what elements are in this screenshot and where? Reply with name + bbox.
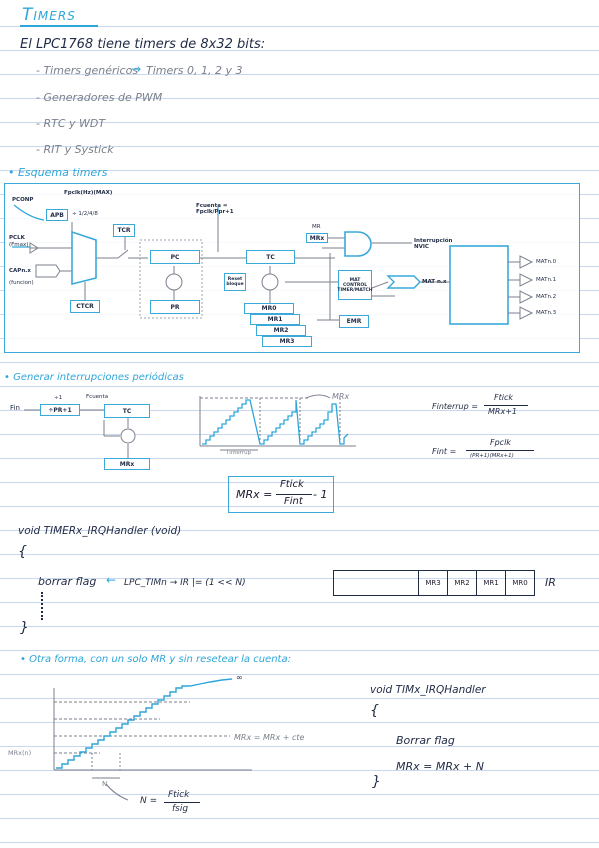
ir-label: IR — [545, 576, 556, 589]
code2-line1: Borrar flag — [396, 734, 455, 747]
code2-line2: MRx = MRx + N — [396, 760, 484, 773]
fcuenta-label: Fcuenta = Fpclk/Ppr+1 — [196, 203, 234, 215]
reset-block-box: Reset bloque — [224, 273, 246, 291]
mr2-box: MR2 — [256, 325, 306, 336]
ctcr-box: CTCR — [70, 300, 100, 313]
out-mat3: MATn.3 — [536, 310, 557, 316]
code1-close-brace: } — [20, 620, 29, 636]
code2-open-brace: { — [370, 703, 379, 719]
cap-left-sub: (funcion) — [9, 280, 34, 286]
match-control-box: MAT CONTROL TIMER/MATCH — [337, 270, 373, 300]
code1-open-brace: { — [18, 544, 27, 560]
out-mat2: MATn.2 — [536, 294, 557, 300]
code1-line: borrar flag — [38, 575, 97, 588]
pconp-label: PCONP — [12, 197, 34, 203]
code1-dots — [41, 592, 45, 620]
mrx-box-2: MRx — [104, 458, 150, 470]
fcuenta-label-2: Fcuenta — [86, 394, 109, 400]
fint-num: Fpclk — [490, 438, 511, 447]
box-num: Ftick — [280, 479, 304, 490]
graph3-inf: ∞ — [236, 673, 243, 682]
graph3-label-right: MRx = MRx + cte — [234, 733, 305, 742]
pclk-left-sub: (Fmax) — [9, 242, 29, 248]
box-left: MRx = — [236, 488, 273, 501]
bullet-rtc: - RTC y WDT — [36, 117, 106, 130]
ir-cell-mr3: MR3 — [418, 571, 447, 595]
graph3-fraction-line — [164, 802, 200, 803]
box-den: Fint — [284, 496, 303, 507]
code2-signature: void TIMx_IRQHandler — [370, 684, 486, 696]
finterrup-left: Finterrup = — [432, 402, 478, 411]
section-otra-forma: • Otra forma, con un solo MR y sin reset… — [20, 654, 291, 665]
tc-box-2: TC — [104, 404, 150, 418]
code1-signature: void TIMERx_IRQHandler (void) — [18, 525, 182, 537]
matx-label: MAT n.x — [422, 279, 447, 285]
bullet-rit: - RIT y Systick — [36, 143, 114, 156]
mr3-box: MR3 — [262, 336, 312, 347]
div-pr-box: ÷PR+1 — [40, 404, 80, 416]
out-mat0: MATn.0 — [536, 259, 557, 265]
pc-box: PC — [150, 250, 200, 264]
finterrup-den: MRx+1 — [488, 407, 517, 416]
fint-left: Fint = — [432, 447, 457, 456]
ir-cell-mr2: MR2 — [447, 571, 476, 595]
graph3-label-left: MRx(n) — [8, 749, 32, 757]
graph3-formula-num: Ftick — [168, 790, 190, 800]
ir-cell-mr1: MR1 — [476, 571, 505, 595]
pclk-top-label: Fpclk(Hz)(MAX) — [64, 190, 113, 196]
fint-den: (PR+1)(MRx+1) — [470, 453, 514, 459]
intro-text: El LPC1768 tiene timers de 8x32 bits: — [20, 37, 266, 52]
code1-line-extra: LPC_TIMn → IR |= (1 << N) — [124, 578, 246, 588]
emr-box: EMR — [339, 315, 369, 328]
fint-fraction-line — [466, 450, 534, 451]
mr0-box: MR0 — [244, 303, 294, 314]
bullet-pwm: - Generadores de PWM — [36, 91, 163, 104]
code2-close-brace: } — [372, 774, 381, 790]
ir-cell-mr0: MR0 — [505, 571, 534, 595]
pclk-left-label: PCLK — [9, 235, 25, 241]
mr1-box: MR1 — [250, 314, 300, 325]
apb-box: APB — [46, 209, 68, 221]
bullet-generic-timers: - Timers genéricos — [36, 64, 139, 77]
apb-ratio-label: ÷ 1/2/4/8 — [72, 211, 98, 217]
graph3-n: N — [102, 780, 108, 788]
arrow-icon-2: ← — [106, 573, 117, 587]
mrx-formula-box — [228, 476, 334, 513]
mr-label: MR — [312, 224, 321, 230]
box-fraction-line — [276, 494, 312, 496]
pr-box: PR — [150, 300, 200, 314]
out-mat1: MATn.1 — [536, 277, 557, 283]
interrupt-label: Interrupción NVIC — [414, 238, 453, 250]
section-esquema-timers: • Esquema timers — [8, 166, 108, 179]
arrow-icon: → — [131, 62, 142, 76]
graph3-formula-left: N = — [140, 796, 158, 806]
pr-top-label: ÷1 — [54, 395, 63, 401]
ir-register: MR3 MR2 MR1 MR0 — [333, 570, 535, 596]
title-underline — [20, 25, 98, 27]
cap-left-label: CAPn.x — [9, 268, 31, 274]
bullet-generic-timers-extra: Timers 0, 1, 2 y 3 — [146, 64, 243, 77]
fin-label: Fin — [10, 404, 20, 412]
graph3-formula-den: fsig — [172, 804, 189, 814]
tc-box: TC — [246, 250, 295, 264]
finterrup-fraction-line — [484, 405, 528, 406]
box-right: - 1 — [313, 488, 328, 501]
page-title: Timers — [22, 5, 76, 25]
mrx-small-box: MRx — [306, 233, 328, 243]
mrx-graph-label: MRx — [332, 392, 350, 401]
section-interrupciones: • Generar interrupciones periódicas — [4, 372, 184, 383]
tinterrup-label: Tinterrup — [226, 450, 252, 456]
tcr-box: TCR — [113, 224, 135, 237]
finterrup-num: Ftick — [494, 393, 513, 402]
